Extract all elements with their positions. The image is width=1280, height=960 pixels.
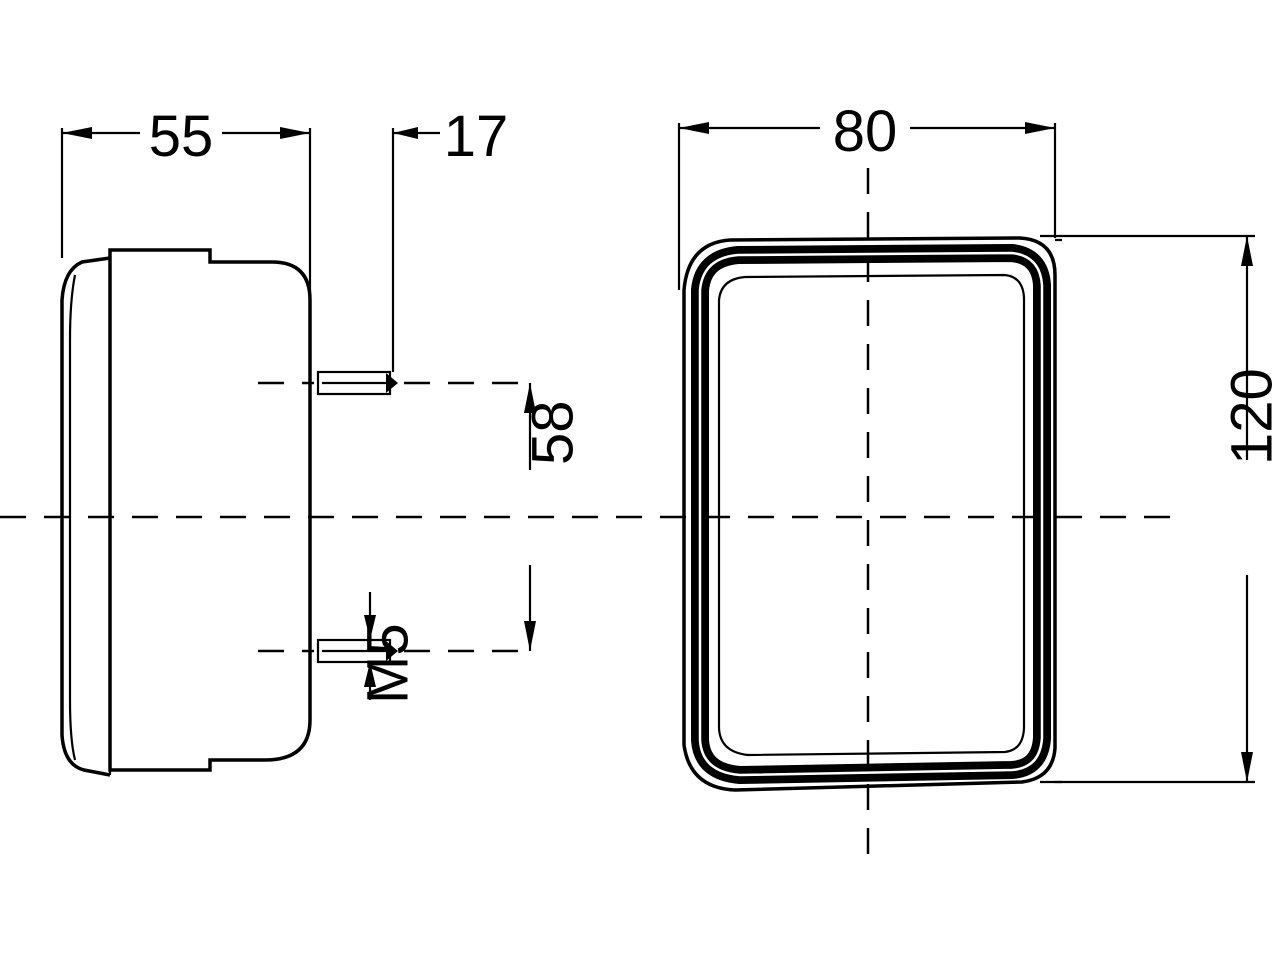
side-view-housing [108,248,312,772]
dimension-depth-label: 55 [149,104,214,169]
dimension-thread: M5 [356,592,421,704]
dimension-width-label: 80 [833,99,898,164]
dimension-stud-length: 17 [391,104,509,372]
dimension-depth: 55 [60,104,312,300]
front-view-gasket [691,243,1051,785]
front-view-lens [717,273,1026,757]
side-view [60,248,398,777]
center-lines [0,168,1170,870]
front-view-outer-frame [682,236,1057,792]
dimension-stud-spacing: 58 [521,383,586,651]
dimension-stud-length-label: 17 [444,104,509,169]
dimension-stud-spacing-label: 58 [521,400,586,465]
dimension-thread-label: M5 [356,623,421,704]
dimension-height-label: 120 [1220,368,1280,465]
dimension-height: 120 [1040,234,1280,784]
dimension-width: 80 [677,99,1057,290]
front-view-gasket-highlight [698,251,1044,777]
upper-stud [316,370,398,396]
lower-stud [316,638,398,664]
front-view [682,236,1062,792]
side-view-lens-inner [68,274,77,761]
